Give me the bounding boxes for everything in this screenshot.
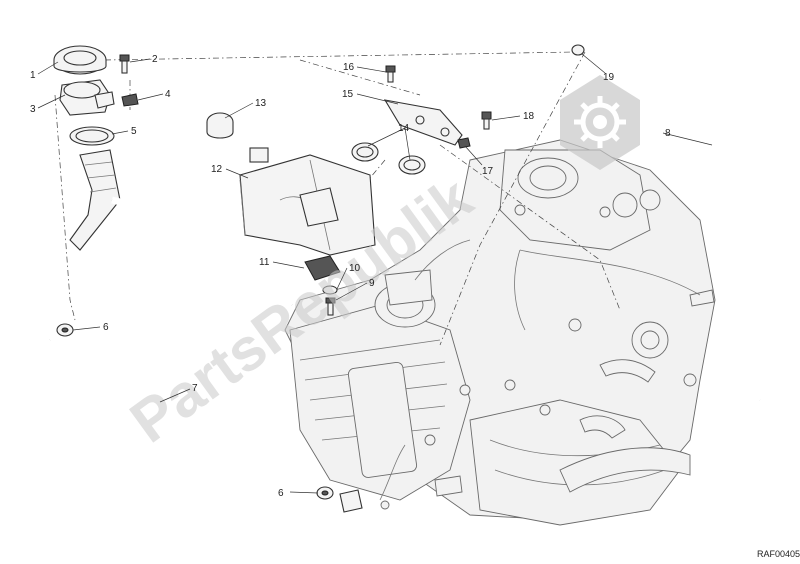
callout-5: 5	[131, 126, 137, 137]
leader-lines	[37, 53, 713, 494]
callout-15: 15	[342, 89, 354, 100]
engine-assembly	[284, 139, 716, 526]
filler-neck	[59, 79, 115, 116]
callout-4: 4	[165, 89, 171, 100]
drawing-code: RAF00405	[757, 549, 800, 559]
nut-17	[457, 137, 471, 149]
assembly-guide-lines	[54, 51, 621, 346]
overflow-hose-8	[605, 36, 764, 401]
bracket-15	[383, 99, 463, 146]
callout-14: 14	[398, 123, 410, 134]
callout-18: 18	[523, 111, 535, 122]
radiator-cap	[53, 45, 107, 75]
callouts: 1 2 3 4 5 6 6 7 8 9 10 11 12 13 14 15 16…	[30, 54, 671, 499]
callout-2: 2	[152, 54, 158, 65]
callout-11: 11	[259, 257, 270, 268]
screw-2	[119, 54, 130, 74]
hose-7	[20, 336, 340, 504]
expansion-tank	[239, 147, 376, 256]
callout-7: 7	[192, 383, 198, 394]
callout-3: 3	[30, 104, 36, 115]
callout-8: 8	[665, 128, 671, 139]
screw-18	[481, 111, 492, 130]
callout-9: 9	[369, 278, 375, 289]
callout-6-upper: 6	[103, 322, 109, 333]
hose-clamp-6b	[316, 486, 334, 500]
callout-1: 1	[30, 70, 36, 81]
clip-nut-4	[121, 93, 139, 107]
callout-10: 10	[349, 263, 361, 274]
clamp-19	[571, 44, 585, 56]
gear-icon	[560, 75, 640, 170]
rubber-pad-11	[304, 255, 341, 281]
clamp-14b	[398, 155, 426, 175]
hose-clamp-6a	[56, 323, 74, 337]
filler-hose	[69, 149, 121, 251]
callout-19: 19	[603, 72, 615, 83]
screw-16	[385, 65, 396, 83]
callout-6-lower: 6	[278, 488, 284, 499]
screw-9	[325, 297, 336, 316]
clamp-14a	[351, 142, 379, 162]
hose-end-fitting	[339, 489, 363, 513]
callout-16: 16	[343, 62, 355, 73]
callout-17: 17	[482, 166, 494, 177]
callout-12: 12	[211, 164, 223, 175]
callout-13: 13	[255, 98, 267, 109]
washer-10	[322, 285, 338, 295]
tank-cap-13	[206, 112, 234, 139]
hose-clamp-5	[69, 126, 115, 146]
